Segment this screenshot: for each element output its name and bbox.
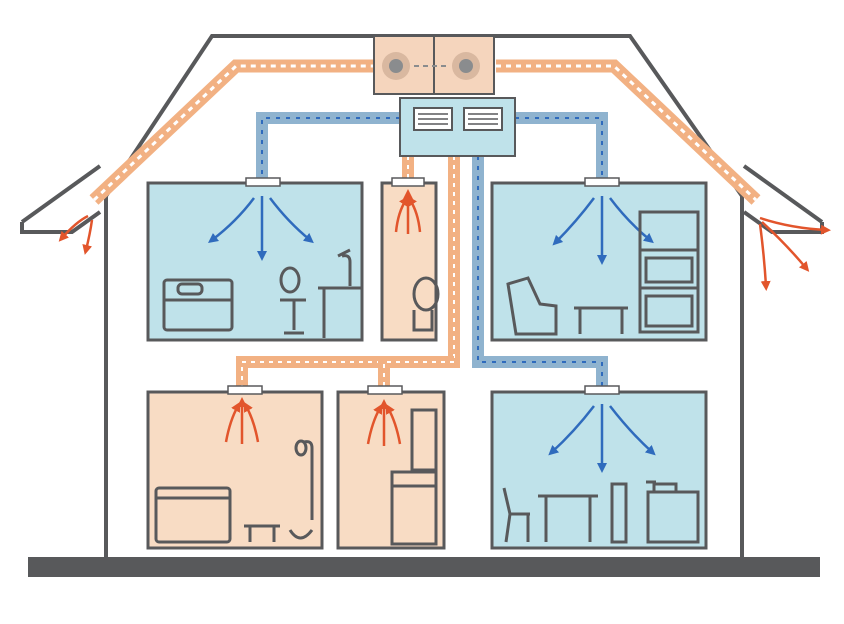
room-dining-kitchen	[490, 385, 708, 550]
room-laundry	[336, 385, 446, 550]
supply-ducts	[256, 112, 608, 388]
room-bedroom	[146, 177, 364, 342]
outdoor-exhaust-arrows-left	[58, 214, 94, 255]
roof-exhaust-duct-right	[496, 59, 761, 205]
room-toilet-upstairs	[380, 177, 440, 342]
room-bathroom	[146, 385, 324, 550]
ventilation-unit	[399, 97, 516, 157]
outdoor-exhaust-arrows-right	[758, 216, 831, 291]
room-living	[490, 177, 708, 342]
exhaust-ducts	[236, 156, 460, 388]
ground-slab	[28, 557, 820, 577]
roof-exhaust-duct-left	[89, 59, 378, 205]
heat-exchanger-fan-box	[373, 35, 495, 95]
